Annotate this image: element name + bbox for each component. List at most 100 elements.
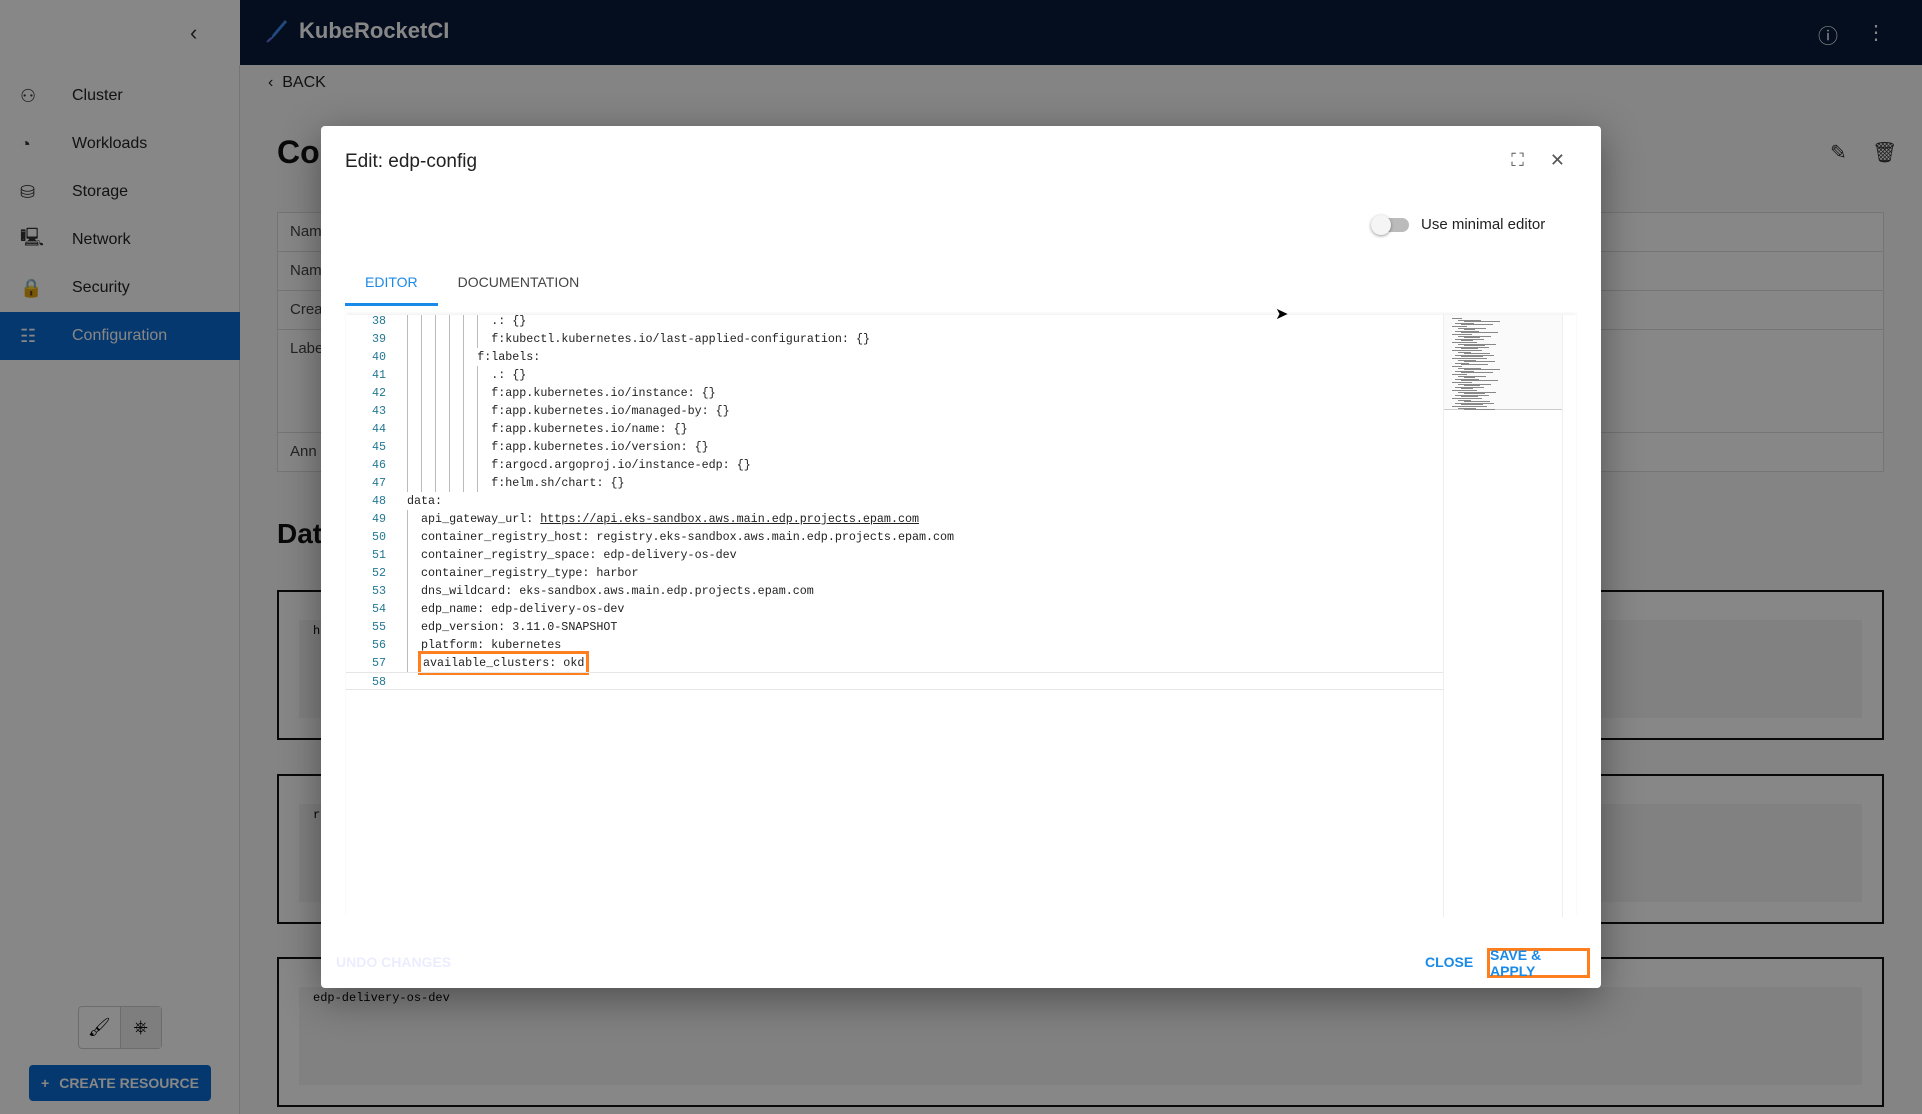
code-text: platform: kubernetes [421,638,562,652]
undo-changes-button: UNDO CHANGES [336,954,452,970]
minimap-line [1458,327,1486,329]
line-number: 46 [371,458,386,472]
code-text: f:kubectl.kubernetes.io/last-applied-con… [491,332,870,346]
workloads-icon: ◔ [20,133,31,154]
sidebar-item-security[interactable]: 🔒 Security [0,264,240,312]
code-line[interactable]: 46 f:argocd.argoproj.io/instance-edp: {} [346,456,1443,474]
line-number: 49 [371,512,386,526]
code-text: .: {} [491,368,527,382]
line-number: 38 [371,315,386,328]
code-line[interactable]: 58 [346,672,1443,690]
kubernetes-mode-icon[interactable]: ⎈ [119,1007,161,1048]
minimap-line [1455,330,1479,332]
sidebar-item-network[interactable]: 🖳Network [0,216,240,264]
code-text: f:app.kubernetes.io/version: {} [491,440,709,454]
line-number: 54 [371,602,386,616]
sidebar-item-label: Cluster [72,87,123,104]
toggle-switch[interactable] [1371,214,1409,235]
code-line[interactable]: 38.: {} [346,315,1443,330]
sidebar-item-configuration[interactable]: ☷Configuration [0,312,240,360]
code-line[interactable]: 54 edp_name: edp-delivery-os-dev [346,600,1443,618]
code-text: f:app.kubernetes.io/managed-by: {} [491,404,730,418]
lock-icon: 🔒 [20,277,43,298]
minimap-line [1464,353,1490,355]
collapse-sidebar-icon[interactable]: ‹ [190,20,198,45]
storage-icon: ⛁ [20,181,36,202]
code-text: f:argocd.argoproj.io/instance-edp: {} [491,458,751,472]
app-title: KubeRocketCI [299,18,450,43]
sidebar-item-workloads[interactable]: ◔ Workloads [0,120,240,168]
minimap-line [1458,335,1491,337]
code-text: edp_version: 3.11.0-SNAPSHOT [421,620,618,634]
minimap-line [1455,378,1479,380]
code-text: edp_name: edp-delivery-os-dev [421,602,625,616]
close-button[interactable]: CLOSE [1425,954,1474,970]
code-text: container_registry_type: harbor [421,566,639,580]
tab-editor[interactable]: EDITOR [345,264,438,306]
tab-documentation[interactable]: DOCUMENTATION [457,274,580,290]
code-text: data: [407,494,443,508]
more-menu-icon[interactable]: ⋮ [1866,22,1886,44]
rocket-mode-icon[interactable]: 🖌 [87,1017,111,1037]
minimap-line [1452,342,1477,343]
minimap-line [1455,338,1484,340]
sidebar-item-label: Security [72,279,130,296]
minimap-line [1452,334,1472,335]
minimap-line [1458,407,1476,409]
minimap-line [1458,359,1476,361]
plus-icon: + [41,1075,50,1091]
tabs: EDITOR DOCUMENTATION [345,264,599,307]
app-logo[interactable]: KubeRocketCI [265,18,449,44]
sidebar-item-label: Workloads [72,135,148,152]
editor-minimap[interactable] [1443,315,1563,917]
code-link[interactable]: https://api.eks-sandbox.aws.main.edp.pro… [540,512,920,526]
minimap-line [1464,361,1495,363]
theme-toggle-group: 🖌 ⎈ [78,1006,162,1049]
minimap-line [1458,367,1481,369]
info-icon[interactable]: ⓘ [1818,26,1838,48]
minimap-line [1464,329,1475,331]
line-number: 47 [371,476,386,490]
minimap-line [1452,374,1467,375]
sidebar-item-storage[interactable]: ⛁Storage [0,168,240,216]
line-number: 58 [371,675,386,689]
save-apply-button[interactable]: SAVE & APPLY [1487,947,1590,979]
rocket-icon [266,20,287,43]
cluster-icon: ⚇ [20,85,37,106]
minimap-line [1461,396,1478,398]
create-resource-button[interactable]: +CREATE RESOURCE [29,1065,211,1101]
sidebar-item-cluster[interactable]: ⚇ Cluster [0,72,240,120]
fullscreen-icon[interactable]: ⛶ [1511,150,1524,170]
back-link[interactable]: ‹ BACK [268,74,326,91]
code-line[interactable]: 41.: {} [346,366,1443,384]
minimal-editor-toggle[interactable]: Use minimal editor [1371,214,1545,235]
minimap-line [1464,393,1485,395]
minimap-line [1461,324,1493,326]
delete-icon[interactable]: 🗑 [1872,142,1898,164]
minimap-line [1464,409,1495,411]
data-value: edp-delivery-os-dev [299,987,1862,1085]
minimap-line [1461,332,1498,334]
close-icon[interactable]: ✕ [1549,150,1565,170]
minimap-line [1461,388,1473,390]
minimap-line [1452,326,1467,327]
edit-icon[interactable]: ✎ [1830,142,1847,164]
minimap-line [1458,351,1471,353]
